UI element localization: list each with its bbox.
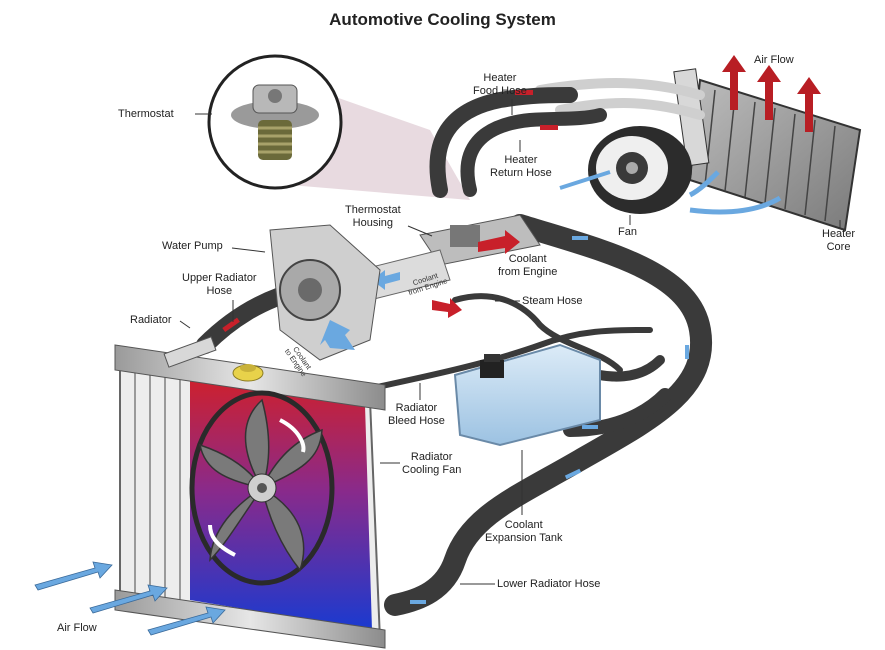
hoses	[196, 87, 713, 616]
label-steam-hose: Steam Hose	[522, 295, 583, 307]
thermostat-magnifier	[207, 54, 343, 190]
hose-flow-markers	[222, 90, 689, 604]
label-air-flow-top: Air Flow	[754, 54, 794, 66]
label-heater-food-hose: Heater Food Hose	[473, 72, 527, 97]
label-heater-return-hose: Heater Return Hose	[490, 154, 552, 179]
label-radiator-bleed-hose: Radiator Bleed Hose	[388, 402, 445, 427]
radiator-cooling-fan	[189, 390, 335, 586]
heater-fan	[559, 126, 782, 215]
engine-assembly	[269, 214, 541, 361]
label-thermostat: Thermostat	[118, 108, 174, 120]
label-coolant-from-engine: Coolant from Engine	[498, 253, 558, 278]
leader-lines	[179, 99, 841, 585]
label-radiator-cooling-fan: Radiator Cooling Fan	[402, 451, 462, 476]
label-air-flow-bottom: Air Flow	[57, 622, 97, 634]
label-heater-core: Heater Core	[822, 228, 856, 253]
label-coolant-expansion-tank: Coolant Expansion Tank	[485, 519, 563, 544]
label-thermostat-housing: Thermostat Housing	[345, 204, 401, 229]
coolant-expansion-tank	[453, 343, 601, 447]
air-flow-top-arrows	[722, 55, 821, 132]
label-fan: Fan	[618, 226, 637, 238]
heater-pipes	[535, 78, 705, 120]
page-title: Automotive Cooling System	[329, 10, 556, 29]
label-water-pump: Water Pump	[162, 240, 223, 252]
radiator	[114, 336, 386, 649]
air-flow-bottom-arrows	[34, 561, 226, 636]
label-lower-radiator-hose: Lower Radiator Hose	[497, 578, 601, 590]
label-upper-radiator-hose: Upper Radiator Hose	[182, 272, 257, 297]
label-radiator: Radiator	[130, 314, 172, 326]
